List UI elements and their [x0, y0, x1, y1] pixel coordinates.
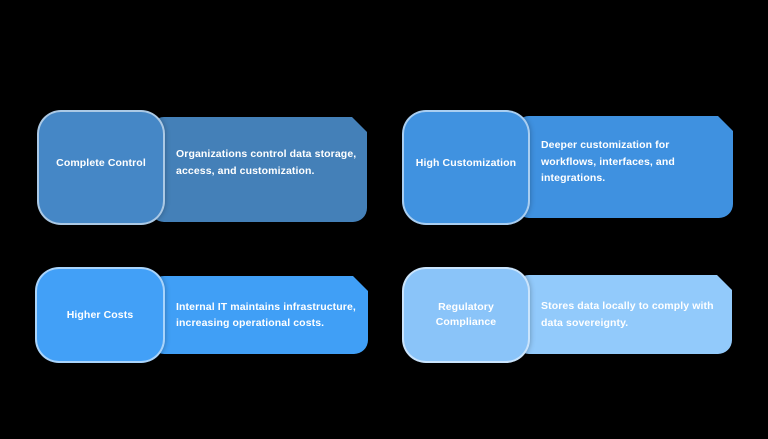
- label-box: Higher Costs: [35, 267, 165, 363]
- label-box: High Customization: [402, 110, 530, 225]
- description-text: Stores data locally to comply with data …: [541, 300, 714, 329]
- label-text: Complete Control: [56, 157, 146, 169]
- description-text: Internal IT maintains infrastructure, in…: [176, 300, 356, 329]
- description-box: Organizations control data storage, acce…: [150, 117, 367, 222]
- description-text: Deeper customization for workflows, inte…: [541, 139, 675, 185]
- label-text: High Customization: [415, 157, 517, 169]
- label-box: Complete Control: [37, 110, 165, 225]
- description-text: Organizations control data storage, acce…: [176, 148, 357, 177]
- description-box: Stores data locally to comply with data …: [515, 275, 732, 354]
- description-box: Deeper customization for workflows, inte…: [515, 116, 733, 218]
- label-box: Regulatory Compliance: [402, 267, 530, 363]
- label-text: Regulatory Compliance: [435, 301, 497, 328]
- description-box: Internal IT maintains infrastructure, in…: [150, 276, 368, 354]
- label-text: Higher Costs: [66, 308, 134, 321]
